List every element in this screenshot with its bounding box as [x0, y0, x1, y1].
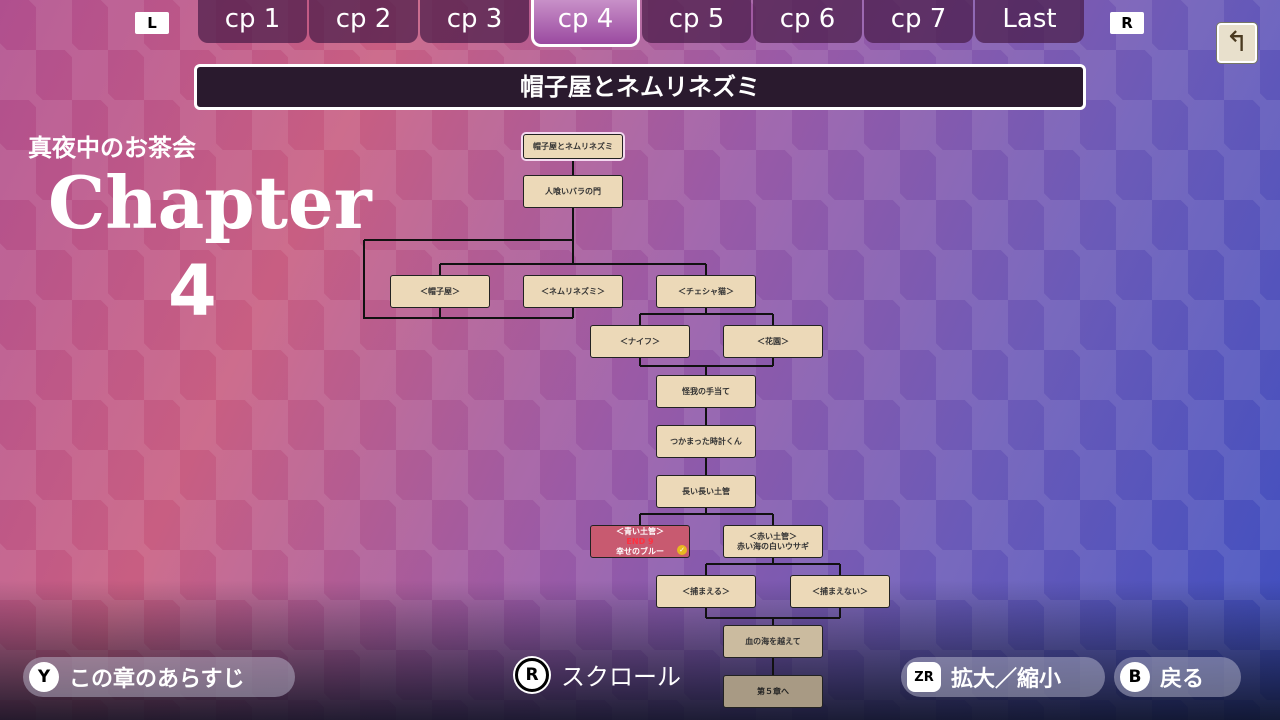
node-label: 帽子屋とネムリネズミ: [533, 141, 613, 151]
node-label: 幸せのブルー: [616, 546, 664, 556]
flow-node[interactable]: つかまった時計くん: [656, 425, 756, 458]
synopsis-button[interactable]: Y この章のあらすじ: [23, 657, 295, 697]
tab-cp7[interactable]: cp 7: [864, 0, 973, 43]
scroll-hint: R スクロール: [515, 657, 681, 692]
zoom-button[interactable]: ZR 拡大／縮小: [901, 657, 1105, 697]
node-label: ＜捕まえる＞: [682, 586, 730, 596]
flow-node[interactable]: ＜ネムリネズミ＞: [523, 275, 623, 308]
flow-node[interactable]: ＜捕まえる＞: [656, 575, 756, 608]
synopsis-label: この章のあらすじ: [69, 667, 245, 692]
flow-node[interactable]: 怪我の手当て: [656, 375, 756, 408]
back-label: 戻る: [1160, 667, 1205, 692]
node-label: ＜チェシャ猫＞: [678, 286, 734, 296]
flow-node[interactable]: 長い長い土管: [656, 475, 756, 508]
node-label: ＜捕まえない＞: [812, 586, 868, 596]
scroll-label: スクロール: [561, 663, 681, 691]
node-choice: ＜青い土管＞: [616, 526, 664, 536]
b-button-icon: B: [1120, 662, 1150, 692]
node-label: 怪我の手当て: [682, 386, 730, 396]
flow-node[interactable]: 血の海を越えて: [723, 625, 823, 658]
r-shoulder-button[interactable]: R: [1110, 12, 1144, 34]
flow-node[interactable]: ＜ナイフ＞: [590, 325, 690, 358]
return-arrow-icon[interactable]: ↰: [1217, 23, 1257, 63]
y-button-icon: Y: [29, 662, 59, 692]
node-label: 第５章へ: [757, 686, 789, 696]
flow-node-ending[interactable]: ＜青い土管＞ END 9 幸せのブルー ✓: [590, 525, 690, 558]
flow-node[interactable]: ＜帽子屋＞: [390, 275, 490, 308]
bottom-fade: [0, 580, 1280, 720]
zoom-label: 拡大／縮小: [951, 667, 1062, 692]
flow-node-current[interactable]: 帽子屋とネムリネズミ: [523, 134, 623, 159]
node-label: ＜ナイフ＞: [620, 336, 660, 346]
node-end-label: END 9: [626, 536, 654, 546]
zr-button-icon: ZR: [907, 662, 941, 692]
node-label: 血の海を越えて: [745, 636, 801, 646]
node-label: つかまった時計くん: [670, 436, 742, 446]
node-label: ＜花園＞: [757, 336, 789, 346]
node-label: 赤い海の白いウサギ: [737, 541, 809, 551]
tab-cp1[interactable]: cp 1: [198, 0, 307, 43]
cleared-check-icon: ✓: [677, 545, 687, 555]
chapter-number: 4: [168, 250, 217, 332]
tab-cp5[interactable]: cp 5: [642, 0, 751, 43]
node-label: ＜ネムリネズミ＞: [541, 286, 605, 296]
flow-node[interactable]: ＜花園＞: [723, 325, 823, 358]
tab-cp2[interactable]: cp 2: [309, 0, 418, 43]
flow-node[interactable]: ＜捕まえない＞: [790, 575, 890, 608]
tab-cp4[interactable]: cp 4: [531, 0, 640, 47]
flow-node[interactable]: ＜チェシャ猫＞: [656, 275, 756, 308]
node-choice: ＜赤い土管＞: [749, 531, 797, 541]
node-label: 人喰いバラの門: [545, 186, 601, 196]
flow-node[interactable]: 人喰いバラの門: [523, 175, 623, 208]
r-stick-icon: R: [515, 657, 549, 692]
flow-node[interactable]: 第５章へ: [723, 675, 823, 708]
tab-cp6[interactable]: cp 6: [753, 0, 862, 43]
tab-cp3[interactable]: cp 3: [420, 0, 529, 43]
flow-node[interactable]: ＜赤い土管＞ 赤い海の白いウサギ: [723, 525, 823, 558]
node-label: ＜帽子屋＞: [420, 286, 460, 296]
node-label: 長い長い土管: [682, 486, 730, 496]
back-button[interactable]: B 戻る: [1114, 657, 1241, 697]
route-title: 帽子屋とネムリネズミ: [194, 64, 1086, 110]
chapter-tabs: cp 1 cp 2 cp 3 cp 4 cp 5 cp 6 cp 7 Last: [198, 0, 1084, 47]
tab-last[interactable]: Last: [975, 0, 1084, 43]
l-shoulder-button[interactable]: L: [135, 12, 169, 34]
chapter-subtitle: 真夜中のお茶会: [28, 134, 196, 162]
chapter-label: Chapter: [48, 160, 372, 245]
